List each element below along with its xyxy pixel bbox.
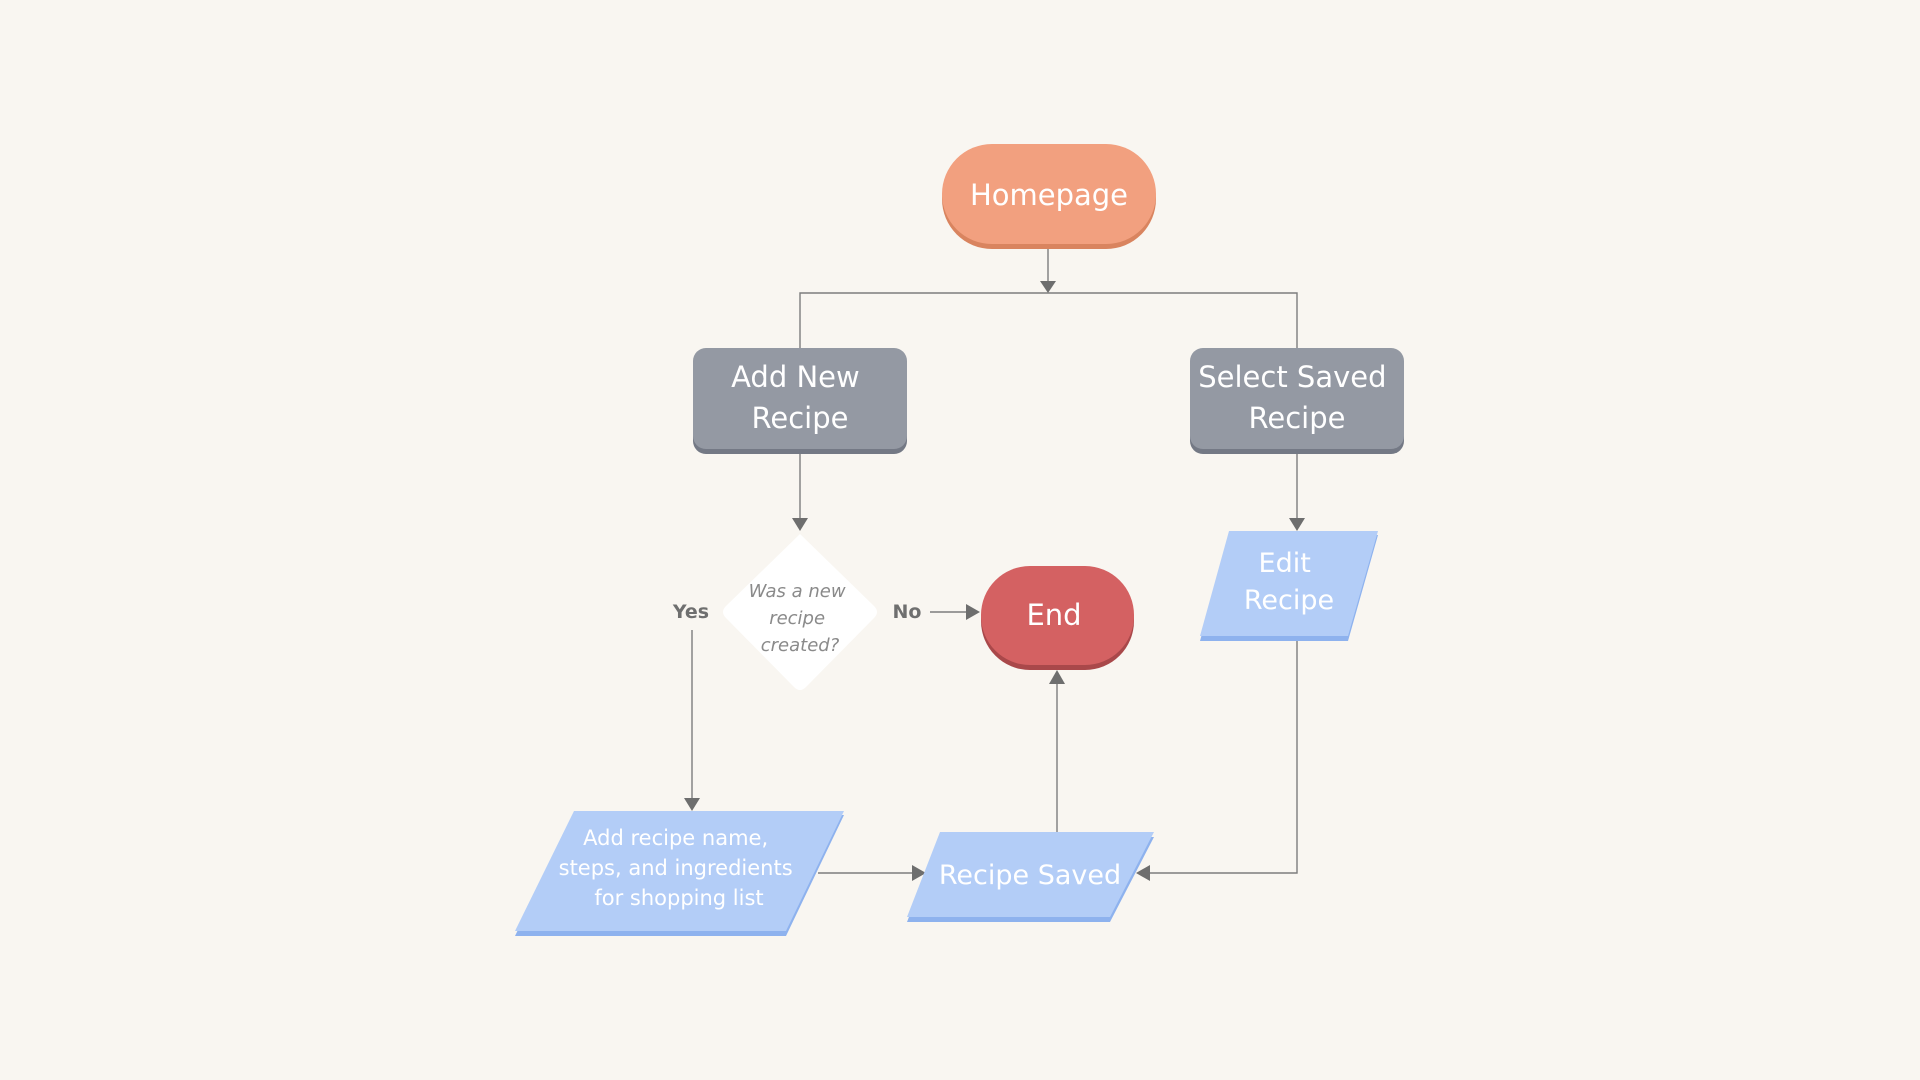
edit-recipe-shape: [1200, 531, 1378, 636]
recipe-saved-shape: [907, 832, 1154, 917]
arrowhead-no-end: [966, 604, 980, 620]
decision-shape: [723, 534, 877, 690]
homepage-node[interactable]: Homepage: [942, 144, 1156, 249]
add-recipe-details-node[interactable]: Add recipe name, steps, and ingredients …: [515, 811, 844, 936]
arrowhead-saved-end: [1049, 670, 1065, 684]
yes-branch-label: Yes: [672, 601, 709, 623]
select-saved-recipe-label: Select Saved Recipe: [1198, 360, 1396, 435]
no-branch-label: No: [893, 601, 922, 623]
select-saved-recipe-shape: [1190, 348, 1404, 449]
end-node[interactable]: End: [981, 566, 1134, 670]
select-saved-recipe-node[interactable]: Select Saved Recipe: [1190, 348, 1404, 454]
arrowhead-homepage-branch: [1040, 281, 1056, 293]
recipe-saved-node[interactable]: Recipe Saved: [907, 832, 1154, 922]
arrowhead-yes-add-details: [684, 798, 700, 811]
arrowhead-select-edit: [1289, 518, 1305, 531]
connector-branch-bar: [799, 292, 1298, 348]
end-label: End: [1026, 598, 1081, 632]
decision-node[interactable]: Was a new recipe created?: [723, 534, 877, 690]
homepage-node-shape: [942, 144, 1156, 244]
add-recipe-details-label: Add recipe name, steps, and ingredients …: [559, 826, 800, 910]
edit-recipe-node[interactable]: Edit Recipe: [1200, 531, 1378, 641]
add-new-recipe-shape: [693, 348, 907, 449]
add-new-recipe-label: Add New Recipe: [731, 360, 869, 435]
connectors: [684, 248, 1305, 881]
arrowhead-edit-saved: [1136, 865, 1150, 881]
arrowhead-add-new-decision: [792, 518, 808, 531]
add-new-recipe-node[interactable]: Add New Recipe: [693, 348, 907, 454]
edit-recipe-label: Edit Recipe: [1244, 548, 1334, 616]
connector-edit-saved: [1148, 638, 1298, 874]
decision-label: Was a new recipe created?: [749, 581, 852, 656]
add-recipe-details-shape: [515, 811, 844, 931]
recipe-saved-label: Recipe Saved: [939, 860, 1121, 891]
arrowhead-add-details-saved: [912, 865, 926, 881]
homepage-label: Homepage: [970, 178, 1128, 212]
end-node-shape: [981, 566, 1134, 665]
